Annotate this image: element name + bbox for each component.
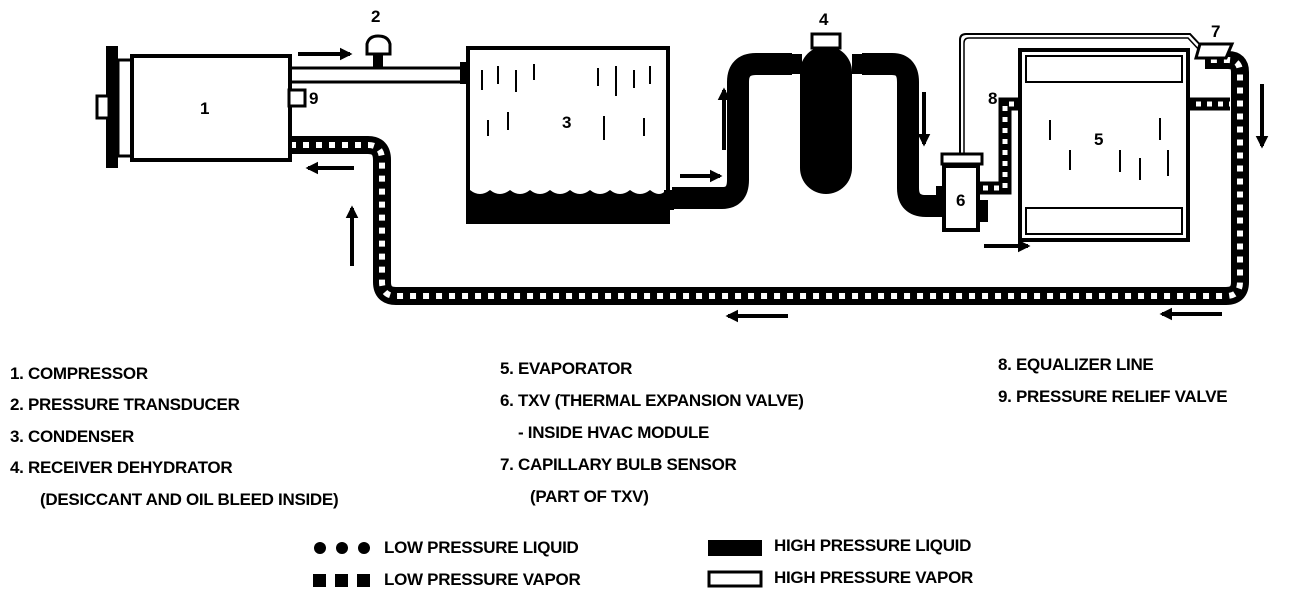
- item-txv-note: - INSIDE HVAC MODULE: [518, 423, 710, 442]
- high-pressure-liquid-line: [672, 53, 946, 217]
- capillary-bulb: 7: [1194, 22, 1235, 60]
- flow-arrows: [298, 47, 1269, 323]
- label-3: 3: [562, 113, 571, 132]
- condenser: 3: [460, 46, 674, 224]
- label-2: 2: [371, 7, 380, 26]
- item-receiver-dehydrator: 4. RECEIVER DEHYDRATOR: [10, 458, 233, 477]
- label-5: 5: [1094, 130, 1103, 149]
- label-1: 1: [200, 99, 209, 118]
- legend-high-pressure-vapor: HIGH PRESSURE VAPOR: [774, 568, 973, 587]
- compressor: 1: [95, 46, 292, 168]
- label-8: 8: [988, 89, 997, 108]
- legend-low-pressure-liquid: LOW PRESSURE LIQUID: [384, 538, 579, 557]
- legend-swatches: [313, 540, 763, 588]
- item-txv: 6. TXV (THERMAL EXPANSION VALVE): [500, 391, 804, 410]
- pressure-transducer: 2: [365, 7, 392, 68]
- low-pressure-vapor-swatch: [313, 574, 370, 587]
- item-condenser: 3. CONDENSER: [10, 427, 134, 446]
- legend-low-pressure-vapor: LOW PRESSURE VAPOR: [384, 570, 581, 589]
- low-pressure-liquid-swatch: [314, 542, 370, 554]
- pressure-relief-valve: 9: [287, 88, 318, 108]
- item-pressure-transducer: 2. PRESSURE TRANSDUCER: [10, 395, 240, 414]
- txv: 6: [936, 152, 988, 232]
- receiver-dehydrator: 4: [790, 10, 864, 194]
- low-pressure-vapor-return-line: [290, 51, 1249, 305]
- equalizer-line: [959, 33, 1206, 158]
- label-9: 9: [309, 89, 318, 108]
- label-6: 6: [956, 191, 965, 210]
- item-capillary-bulb: 7. CAPILLARY BULB SENSOR: [500, 455, 737, 474]
- item-pressure-relief-valve: 9. PRESSURE RELIEF VALVE: [998, 387, 1228, 406]
- item-receiver-note: (DESICCANT AND OIL BLEED INSIDE): [40, 490, 339, 509]
- item-capillary-note: (PART OF TXV): [530, 487, 649, 506]
- high-pressure-vapor-line: [288, 66, 464, 84]
- legend-high-pressure-liquid: HIGH PRESSURE LIQUID: [774, 536, 972, 555]
- high-pressure-vapor-swatch: [707, 570, 763, 588]
- item-equalizer-line: 8. EQUALIZER LINE: [998, 355, 1154, 374]
- evaporator: 5: [1018, 48, 1190, 242]
- label-4: 4: [819, 10, 829, 29]
- label-7: 7: [1211, 22, 1220, 41]
- item-evaporator: 5. EVAPORATOR: [500, 359, 633, 378]
- high-pressure-liquid-swatch: [708, 540, 762, 556]
- item-compressor: 1. COMPRESSOR: [10, 364, 148, 383]
